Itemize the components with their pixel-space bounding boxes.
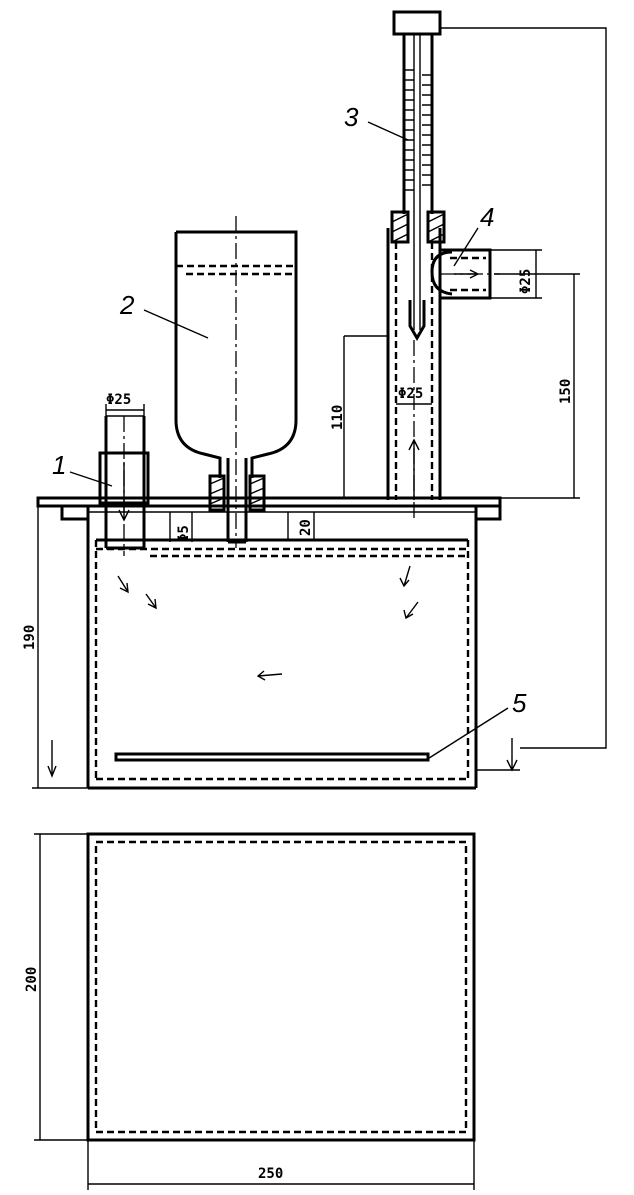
wire-arrow: [506, 738, 518, 772]
dimension-lines: [32, 249, 580, 1190]
thermometer-scale: [404, 69, 432, 191]
inlet-flow-arrow: [118, 462, 130, 522]
thermometer-stopper-left: [390, 210, 410, 244]
leader-1: [69, 471, 113, 487]
leader-5: [425, 707, 509, 761]
label-part-1: 1: [52, 450, 66, 480]
label-part-2: 2: [119, 290, 135, 320]
leader-3: [367, 121, 409, 141]
dim-tee-diameter: Φ25: [518, 269, 534, 294]
label-part-4: 4: [480, 202, 494, 232]
vertical-tube-flow-arrow: [408, 438, 420, 500]
dim-height-190: 190: [22, 625, 38, 650]
flow-arrow-right-1: [399, 565, 411, 588]
thermometer-assembly: [386, 10, 500, 520]
bottle-stopper-right: [248, 474, 266, 512]
dim-gap-20: 20: [298, 519, 314, 536]
label-part-5: 5: [512, 688, 527, 718]
leader-4: [453, 227, 479, 267]
dim-height-110: 110: [330, 405, 346, 430]
inverted-bottle: [174, 216, 298, 548]
plan-inner: [94, 840, 468, 1134]
flow-arrow-right-2: [403, 601, 419, 620]
leader-2: [143, 309, 209, 339]
leader-lines: [69, 121, 509, 761]
thermometer-cap: [392, 10, 442, 36]
dim-gap-bottle: Φ5: [176, 525, 192, 542]
dim-width-250: 250: [258, 1166, 283, 1182]
lid-flange-left: [60, 504, 90, 521]
inlet-pipe: [98, 415, 150, 556]
label-part-3: 3: [344, 102, 359, 132]
stopper-hatch: [209, 477, 265, 505]
plan-outer: [86, 832, 476, 1142]
dim-depth-200: 200: [24, 967, 40, 992]
lid-flange-right: [474, 504, 502, 521]
dim-inlet-diameter: Φ25: [106, 392, 131, 408]
flow-arrow-center: [256, 670, 283, 681]
bottle-body: [174, 230, 298, 478]
tank-plan-view: [86, 832, 476, 1142]
dim-190-arrow: [47, 740, 57, 778]
thermometer-stopper-hatch: [391, 213, 445, 243]
tank-side-view: [36, 496, 502, 790]
bottle-stopper-left: [208, 474, 226, 512]
thermometer-bulb: [408, 300, 426, 341]
probe-rod: [114, 752, 430, 762]
sensor-probe: [114, 27, 607, 772]
dim-tube-diameter: Φ25: [398, 386, 423, 402]
flow-arrow-left-1: [117, 575, 129, 594]
sensor-wire: [440, 27, 607, 749]
flow-arrow-left-2: [145, 593, 157, 610]
dim-height-150: 150: [558, 379, 574, 404]
thermometer-stopper-right: [426, 210, 446, 244]
